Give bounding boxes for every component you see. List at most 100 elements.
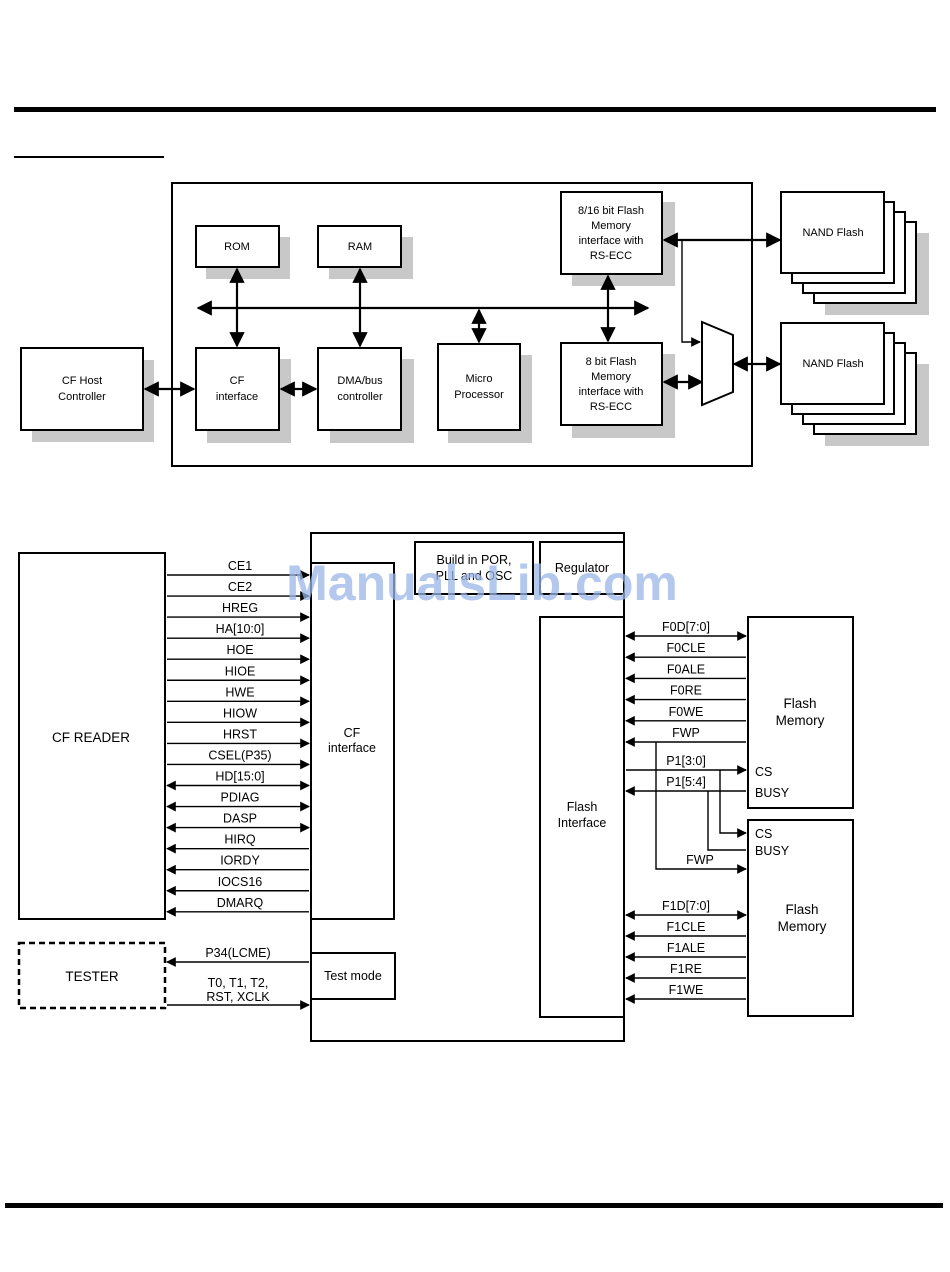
watermark: ManualsLib.com xyxy=(286,555,678,611)
nand-top-label: NAND Flash xyxy=(802,227,863,239)
dma-label-2: controller xyxy=(337,391,383,403)
flash-if8-label-4: RS-ECC xyxy=(590,401,632,413)
p1-cs-branch-wire xyxy=(719,770,747,838)
nand-flash-stack-top: NAND Flash xyxy=(780,191,929,315)
flash0-f0cle-label: F0CLE xyxy=(667,641,706,655)
ram-block: RAM xyxy=(317,225,402,268)
test-mode-label: Test mode xyxy=(324,969,382,983)
chip-select-wiring: P1[3:0] P1[5:4] FWP xyxy=(625,742,747,874)
flash-memory-0-block: Flash Memory CS BUSY xyxy=(747,616,854,809)
host-hiow-label: HIOW xyxy=(223,706,257,720)
nand-flash-stack-bottom: NAND Flash xyxy=(780,322,929,446)
host-hreg-label: HREG xyxy=(222,601,258,615)
rom-block: ROM xyxy=(195,225,280,268)
ram-label: RAM xyxy=(348,241,372,253)
section-underline xyxy=(14,156,164,158)
host-hirq-label: HIRQ xyxy=(224,833,256,847)
host-dmarq-label: DMARQ xyxy=(217,896,264,910)
cf-int-label-1: CF xyxy=(344,726,361,740)
build-in-label-2: PLL and OSC xyxy=(436,569,513,583)
flash-interface-region: Flash Interface xyxy=(539,616,625,1018)
flash1-f1ale-label: F1ALE xyxy=(667,941,705,955)
flash1-f1cle-label: F1CLE xyxy=(667,920,706,934)
micro-processor-block: Micro Processor xyxy=(437,343,521,431)
cf-host-label-2: Controller xyxy=(58,391,106,403)
build-in-region: Build in POR, PLL and OSC xyxy=(414,541,534,595)
host-ce2-label: CE2 xyxy=(228,580,252,594)
flash-if16-label-3: interface with xyxy=(579,235,644,247)
tester-p34-lcme-label: P34(LCME) xyxy=(205,946,270,960)
cf-reader-label: CF READER xyxy=(52,730,130,745)
cf-interface-label-1: CF xyxy=(230,375,245,387)
flash-mem0-label-2: Memory xyxy=(776,713,825,728)
micro-label-2: Processor xyxy=(454,389,504,401)
flash0-f0re-label: F0RE xyxy=(670,684,702,698)
p1-cs-label: P1[3:0] xyxy=(666,754,706,768)
flash16-mux-link xyxy=(681,240,701,347)
host-dasp-label: DASP xyxy=(223,812,257,826)
flash-if8-label-1: 8 bit Flash xyxy=(586,356,637,368)
cf-interface-region: CF interface xyxy=(310,562,395,920)
host-ha-10-0-label: HA[10:0] xyxy=(216,622,265,636)
host-iocs16-label: IOCS16 xyxy=(218,875,263,889)
host-pdiag-label: PDIAG xyxy=(221,791,260,805)
tester-label: TESTER xyxy=(65,969,119,984)
flash1-f1d-7-0-label: F1D[7:0] xyxy=(662,899,710,913)
flash-if8-label-2: Memory xyxy=(591,371,631,383)
host-hd-15-0-label: HD[15:0] xyxy=(215,770,264,784)
fwp2-label: FWP xyxy=(686,853,714,867)
tester-t0-t1-t2-label: T0, T1, T2, xyxy=(208,976,269,990)
nand-bottom-label: NAND Flash xyxy=(802,358,863,370)
flash-mem0-busy-label: BUSY xyxy=(755,786,790,800)
tester-t0-t1-t2-label-2: RST, XCLK xyxy=(206,990,270,1004)
cf-interface-block: CF interface xyxy=(195,347,280,431)
flash0-f0d-7-0-label: F0D[7:0] xyxy=(662,620,710,634)
bottom-block-diagram: CF READER TESTER CF interface Test mode … xyxy=(17,532,854,1042)
host-signal-wires: CE1CE2HREGHA[10:0]HOEHIOEHWEHIOWHRSTCSEL… xyxy=(166,559,310,917)
flash0-fwp-label: FWP xyxy=(672,726,700,740)
controller-boundary xyxy=(171,182,753,467)
build-in-label-1: Build in POR, xyxy=(436,553,511,567)
host-hioe-label: HIOE xyxy=(225,664,256,678)
flash-mem1-busy-label: BUSY xyxy=(755,844,790,858)
flash-if16-label-2: Memory xyxy=(591,220,631,232)
flash-mem0-cs-label: CS xyxy=(755,765,772,779)
flash-mem1-label-1: Flash xyxy=(785,902,818,917)
cf-interface-label-2: interface xyxy=(216,391,258,403)
host-hwe-label: HWE xyxy=(225,685,254,699)
p1-busy-label: P1[5:4] xyxy=(666,775,706,789)
regulator-region: Regulator xyxy=(539,541,625,595)
rom-label: ROM xyxy=(224,241,250,253)
flash1-f1we-label: F1WE xyxy=(669,983,704,997)
flash-memory-1-block: Flash Memory CS BUSY xyxy=(747,819,854,1017)
flash-mem1-cs-label: CS xyxy=(755,827,772,841)
dma-label-1: DMA/bus xyxy=(337,375,383,387)
flash1-f1re-label: F1RE xyxy=(670,962,702,976)
p1-busy-branch-wire xyxy=(707,791,746,851)
flash-int-label-1: Flash xyxy=(567,800,598,814)
cf-reader-block: CF READER xyxy=(18,552,166,920)
flash-mem1-label-2: Memory xyxy=(778,919,827,934)
footer-rule xyxy=(5,1203,943,1208)
flash1-signal-wires: F1D[7:0] F1CLE F1ALE F1RE F1WE xyxy=(625,899,747,1004)
micro-label-1: Micro xyxy=(466,373,493,385)
top-block-diagram: CF Host Controller ROM RAM CF interface … xyxy=(20,182,929,467)
flash-if8-label-3: interface with xyxy=(579,386,644,398)
host-iordy-label: IORDY xyxy=(220,854,260,868)
dma-controller-block: DMA/bus controller xyxy=(317,347,402,431)
host-ce1-label: CE1 xyxy=(228,559,252,573)
cf-host-controller-block: CF Host Controller xyxy=(20,347,144,431)
flash-if16-label-4: RS-ECC xyxy=(590,250,632,262)
header-rule xyxy=(14,107,936,112)
test-mode-region: Test mode xyxy=(310,952,396,1000)
tester-signal-wires: P34(LCME) T0, T1, T2,RST, XCLK xyxy=(166,946,310,1010)
flash-interface-8bit-block: 8 bit Flash Memory interface with RS-ECC xyxy=(560,342,663,426)
flash-interface-16bit-block: 8/16 bit Flash Memory interface with RS-… xyxy=(560,191,663,275)
flash0-f0we-label: F0WE xyxy=(669,705,704,719)
flash-int-label-2: Interface xyxy=(558,816,607,830)
host-hoe-label: HOE xyxy=(226,643,253,657)
host-hrst-label: HRST xyxy=(223,727,257,741)
cf-host-label-1: CF Host xyxy=(62,375,102,387)
